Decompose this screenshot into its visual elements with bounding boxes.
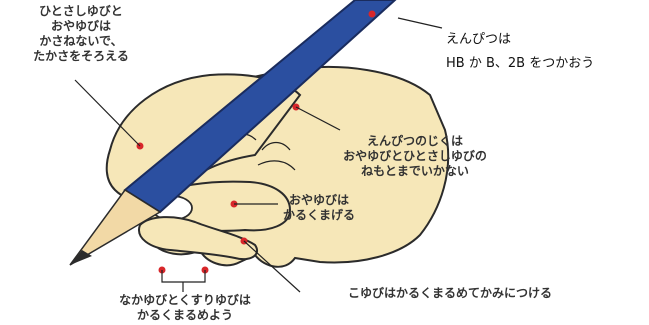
leader-middle-ring xyxy=(162,270,205,292)
thumb-note: おやゆびは かるくまげる xyxy=(264,193,374,223)
marker-dot xyxy=(369,11,376,18)
note-line: おやゆびは xyxy=(264,193,374,208)
note-line: えんぴつは xyxy=(446,30,594,50)
note-line: たかさをそろえる xyxy=(6,49,156,64)
note-line: えんぴつのじくは xyxy=(300,134,530,149)
note-line: かさねないで、 xyxy=(6,34,156,49)
note-line: かるくまるめよう xyxy=(75,308,295,323)
index-finger-note: ひとさしゆびと おやゆびは かさねないで、 たかさをそろえる xyxy=(6,4,156,64)
note-line: おやゆびとひとさしゆびの xyxy=(300,149,530,164)
note-line: かるくまげる xyxy=(264,208,374,223)
note-line: HB か B、2B をつかおう xyxy=(446,54,594,74)
note-line: なかゆびとくすりゆびは xyxy=(75,293,295,308)
note-line: こゆびはかるくまるめてかみにつける xyxy=(300,286,600,301)
pencil-axis-note: えんぴつのじくは おやゆびとひとさしゆびの ねもとまでいかない xyxy=(300,134,530,179)
leader-pencil xyxy=(398,18,442,28)
note-line: ひとさしゆびと xyxy=(6,4,156,19)
note-line: おやゆびは xyxy=(6,19,156,34)
note-line: ねもとまでいかない xyxy=(300,164,530,179)
pencil-choice-note: えんぴつは HB か B、2B をつかおう xyxy=(446,30,594,74)
little-finger-note: こゆびはかるくまるめてかみにつける xyxy=(300,286,600,301)
middle-ring-finger-note: なかゆびとくすりゆびは かるくまるめよう xyxy=(75,293,295,323)
